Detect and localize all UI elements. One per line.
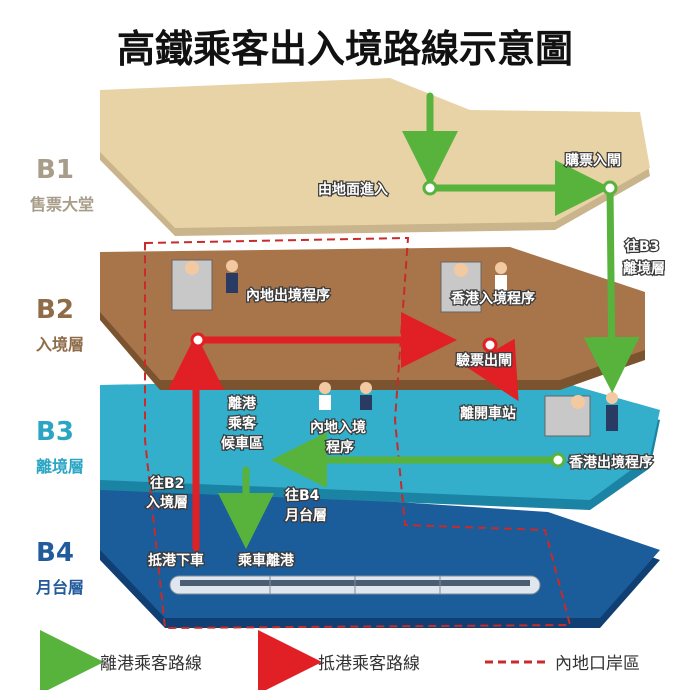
route-labels: 由地面進入 購票入閘 往B3 離境層 內地出境程序 香港入境程序 驗票出閘 離開… xyxy=(145,151,667,571)
label-waiting-2: 乘客 xyxy=(227,415,257,432)
label-to-b2-2: 入境層 xyxy=(146,494,188,511)
label-to-b4-2: 月台層 xyxy=(284,507,327,524)
label-mainland-entry-2: 程序 xyxy=(326,439,354,456)
legend-port-area: 內地口岸區 xyxy=(485,654,640,674)
label-waiting-3: 候車區 xyxy=(221,435,263,452)
departure-route xyxy=(218,92,640,549)
label-mainland-entry-1: 內地入境 xyxy=(310,419,366,436)
legend-departure: 離港乘客路線 xyxy=(40,630,202,690)
officer-booth-icon xyxy=(171,259,618,437)
port-area-boundary xyxy=(144,236,572,630)
floor-b3 xyxy=(100,376,660,510)
level-b4-name: 月台層 xyxy=(35,578,84,597)
node-dot xyxy=(190,332,206,348)
level-b3-code: B3 xyxy=(36,417,74,447)
label-arrive-alight: 抵港下車 xyxy=(148,552,204,569)
legend-departure-label: 離港乘客路線 xyxy=(100,654,202,674)
label-to-b4-1: 往B4 xyxy=(285,487,320,504)
legend-port-area-label: 內地口岸區 xyxy=(555,654,640,674)
label-leave-station: 離開車站 xyxy=(460,405,516,422)
label-ground-entry: 由地面進入 xyxy=(318,181,388,198)
node-dot xyxy=(602,180,618,196)
label-to-b2-1: 往B2 xyxy=(150,475,184,492)
diagram-title: 高鐵乘客出入境路線示意圖 xyxy=(117,27,573,71)
node-dot xyxy=(550,452,566,468)
label-hk-entry: 香港入境程序 xyxy=(450,290,535,307)
label-waiting-1: 離港 xyxy=(228,395,257,412)
label-to-b3-1: 往B3 xyxy=(625,238,659,255)
legend-arrival-label: 抵港乘客路線 xyxy=(318,654,420,674)
legend: 離港乘客路線 抵港乘客路線 內地口岸區 xyxy=(40,630,640,690)
level-b1-code: B1 xyxy=(36,155,74,185)
label-board-depart: 乘車離港 xyxy=(237,552,295,569)
level-b3-name: 離境層 xyxy=(36,457,84,476)
label-ticket-check-exit: 驗票出閘 xyxy=(456,352,512,369)
node-dot xyxy=(482,337,498,353)
level-b2-name: 入境層 xyxy=(36,335,84,354)
arrival-route xyxy=(168,312,519,552)
label-to-b3-2: 離境層 xyxy=(623,260,665,277)
label-ticket-gate: 購票入閘 xyxy=(564,152,621,169)
node-dot xyxy=(422,180,438,196)
train-icon xyxy=(169,575,541,595)
label-hk-exit: 香港出境程序 xyxy=(568,454,653,471)
label-mainland-exit: 內地出境程序 xyxy=(246,287,330,304)
level-b2-code: B2 xyxy=(36,295,74,325)
level-b4-code: B4 xyxy=(36,538,74,568)
level-b1-name: 售票大堂 xyxy=(30,195,94,214)
legend-arrival: 抵港乘客路線 xyxy=(258,630,420,690)
